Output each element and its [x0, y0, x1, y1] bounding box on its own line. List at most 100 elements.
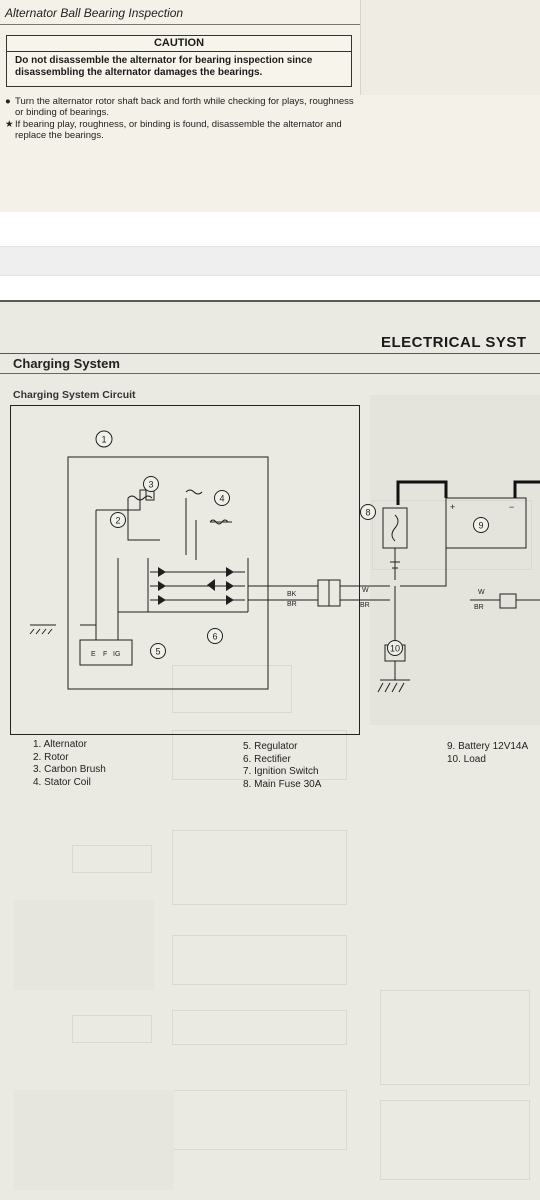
legend-item: 1. Alternator: [33, 739, 87, 750]
stator-coil: [185, 489, 203, 495]
legend-item: 8. Main Fuse 30A: [243, 778, 322, 790]
legend-item: 10. Load: [447, 753, 486, 765]
page-bottom-scan: ELECTRICAL SYST Charging System Charging…: [0, 300, 540, 1200]
callout-stator-coil: [214, 490, 230, 506]
circuit-diagram-frame: [10, 405, 360, 735]
wire-label: BR: [474, 604, 484, 611]
callout-battery: [473, 517, 489, 533]
terminal-label-f: F: [103, 651, 107, 658]
diode-icon: [226, 595, 234, 605]
legend-item: 4. Stator Coil: [33, 776, 91, 788]
diode-icon: [226, 567, 234, 577]
callout-rectifier: [207, 628, 223, 644]
legend-item: 2. Rotor: [33, 751, 69, 763]
wire-label: BR: [360, 602, 370, 609]
regulator-box: [79, 639, 133, 666]
callout-alternator: [95, 430, 113, 448]
list-item-text: Turn the alternator rotor shaft back and…: [15, 96, 354, 118]
show-through-box: [72, 845, 152, 873]
legend-item: 9. Battery 12V14A: [447, 741, 529, 752]
callout-label: 3: [148, 480, 153, 490]
battery-box: [445, 497, 527, 549]
ground-symbol: [29, 624, 56, 635]
subsection-title: Charging System Circuit: [13, 389, 136, 401]
ground-symbol: [377, 661, 410, 693]
wire: [400, 548, 447, 587]
legend-column-1: 1. Alternator 2. Rotor 3. Carbon Brush 4…: [33, 739, 106, 789]
charging-circuit-diagram: 1 2 3 4 5 6 8 9 10 E F IG BK BR W BR W B…: [29, 430, 540, 693]
viewer-gap: [0, 276, 540, 300]
diode-icon: [226, 581, 234, 591]
callout-label: 2: [115, 516, 120, 526]
legend-item: 6. Rectifier: [243, 753, 291, 765]
show-through-area: [14, 1090, 174, 1190]
callout-label: 8: [365, 508, 370, 518]
wire-label: W: [362, 587, 369, 594]
callout-load: [387, 640, 403, 656]
callout-label: 6: [212, 632, 217, 642]
callout-rotor: [110, 512, 126, 528]
caution-heading: CAUTION: [7, 36, 351, 52]
regulator-triangle-icon: [207, 579, 215, 591]
battery-minus-icon: −: [509, 502, 514, 512]
wire: [147, 558, 249, 612]
divider: [0, 373, 540, 374]
callout-carbon-brush: [143, 476, 159, 492]
show-through-box: [172, 830, 347, 905]
battery-plus-icon: +: [450, 502, 455, 512]
callout-label: 10: [390, 644, 400, 654]
callout-regulator: [150, 643, 166, 659]
show-through-box: [172, 1090, 347, 1150]
show-through-area: [14, 900, 154, 990]
wire-label: W: [478, 589, 485, 596]
legend-item: 3. Carbon Brush: [33, 764, 106, 775]
wire: [248, 585, 318, 601]
page-top-scan: Alternator Ball Bearing Inspection CAUTI…: [0, 0, 540, 212]
switch-symbol: [390, 561, 400, 569]
divider: [0, 24, 360, 25]
wire-label: BR: [287, 601, 297, 608]
legend-item: 5. Regulator: [243, 741, 298, 752]
rotor-coil: [127, 495, 153, 501]
instruction-list: ● Turn the alternator rotor shaft back a…: [5, 96, 357, 142]
legend-column-3: 9. Battery 12V14A 10. Load: [447, 741, 528, 766]
diode-icon: [158, 567, 166, 577]
show-through-box: [380, 1100, 530, 1180]
legend-item: 7. Ignition Switch: [243, 766, 319, 777]
star-icon: ★: [5, 119, 14, 130]
legend-column-2: 5. Regulator 6. Rectifier 7. Ignition Sw…: [243, 741, 321, 791]
viewer-separator: [0, 246, 540, 276]
section-title: Charging System: [13, 356, 120, 371]
battery-lead: [396, 480, 448, 505]
alternator-outline: [67, 456, 269, 690]
battery-lead: [513, 480, 540, 498]
terminal-label-ig: IG: [113, 651, 120, 658]
diode-icon: [158, 595, 166, 605]
show-through-box: [172, 730, 347, 780]
show-through-box: [380, 990, 530, 1085]
callout-label: 4: [219, 494, 224, 504]
list-item: ● Turn the alternator rotor shaft back a…: [5, 96, 357, 118]
caution-box: CAUTION Do not disassemble the alternato…: [6, 35, 352, 87]
callout-label: 1: [101, 435, 106, 445]
bullet-icon: ●: [5, 96, 11, 107]
caution-text: Do not disassemble the alternator for be…: [15, 55, 313, 78]
show-through-area: [370, 395, 540, 725]
diode-icon: [158, 581, 166, 591]
wire-label: BK: [287, 591, 297, 598]
callout-label: 5: [155, 647, 160, 657]
stator-coil: [209, 519, 229, 525]
list-item: ★ If bearing play, roughness, or binding…: [5, 119, 357, 141]
adjacent-page-fragment: [360, 0, 540, 95]
page-header: ELECTRICAL SYST: [381, 334, 527, 351]
show-through-box: [372, 500, 532, 570]
wire: [127, 498, 160, 541]
connector-right: [499, 593, 517, 609]
divider: [0, 353, 540, 354]
viewer-gap: [0, 212, 540, 246]
page-edge: [0, 300, 540, 302]
list-item-text: If bearing play, roughness, or binding i…: [15, 119, 342, 141]
wire: [340, 585, 390, 601]
show-through-box: [72, 1015, 152, 1043]
callout-main-fuse: [360, 504, 376, 520]
